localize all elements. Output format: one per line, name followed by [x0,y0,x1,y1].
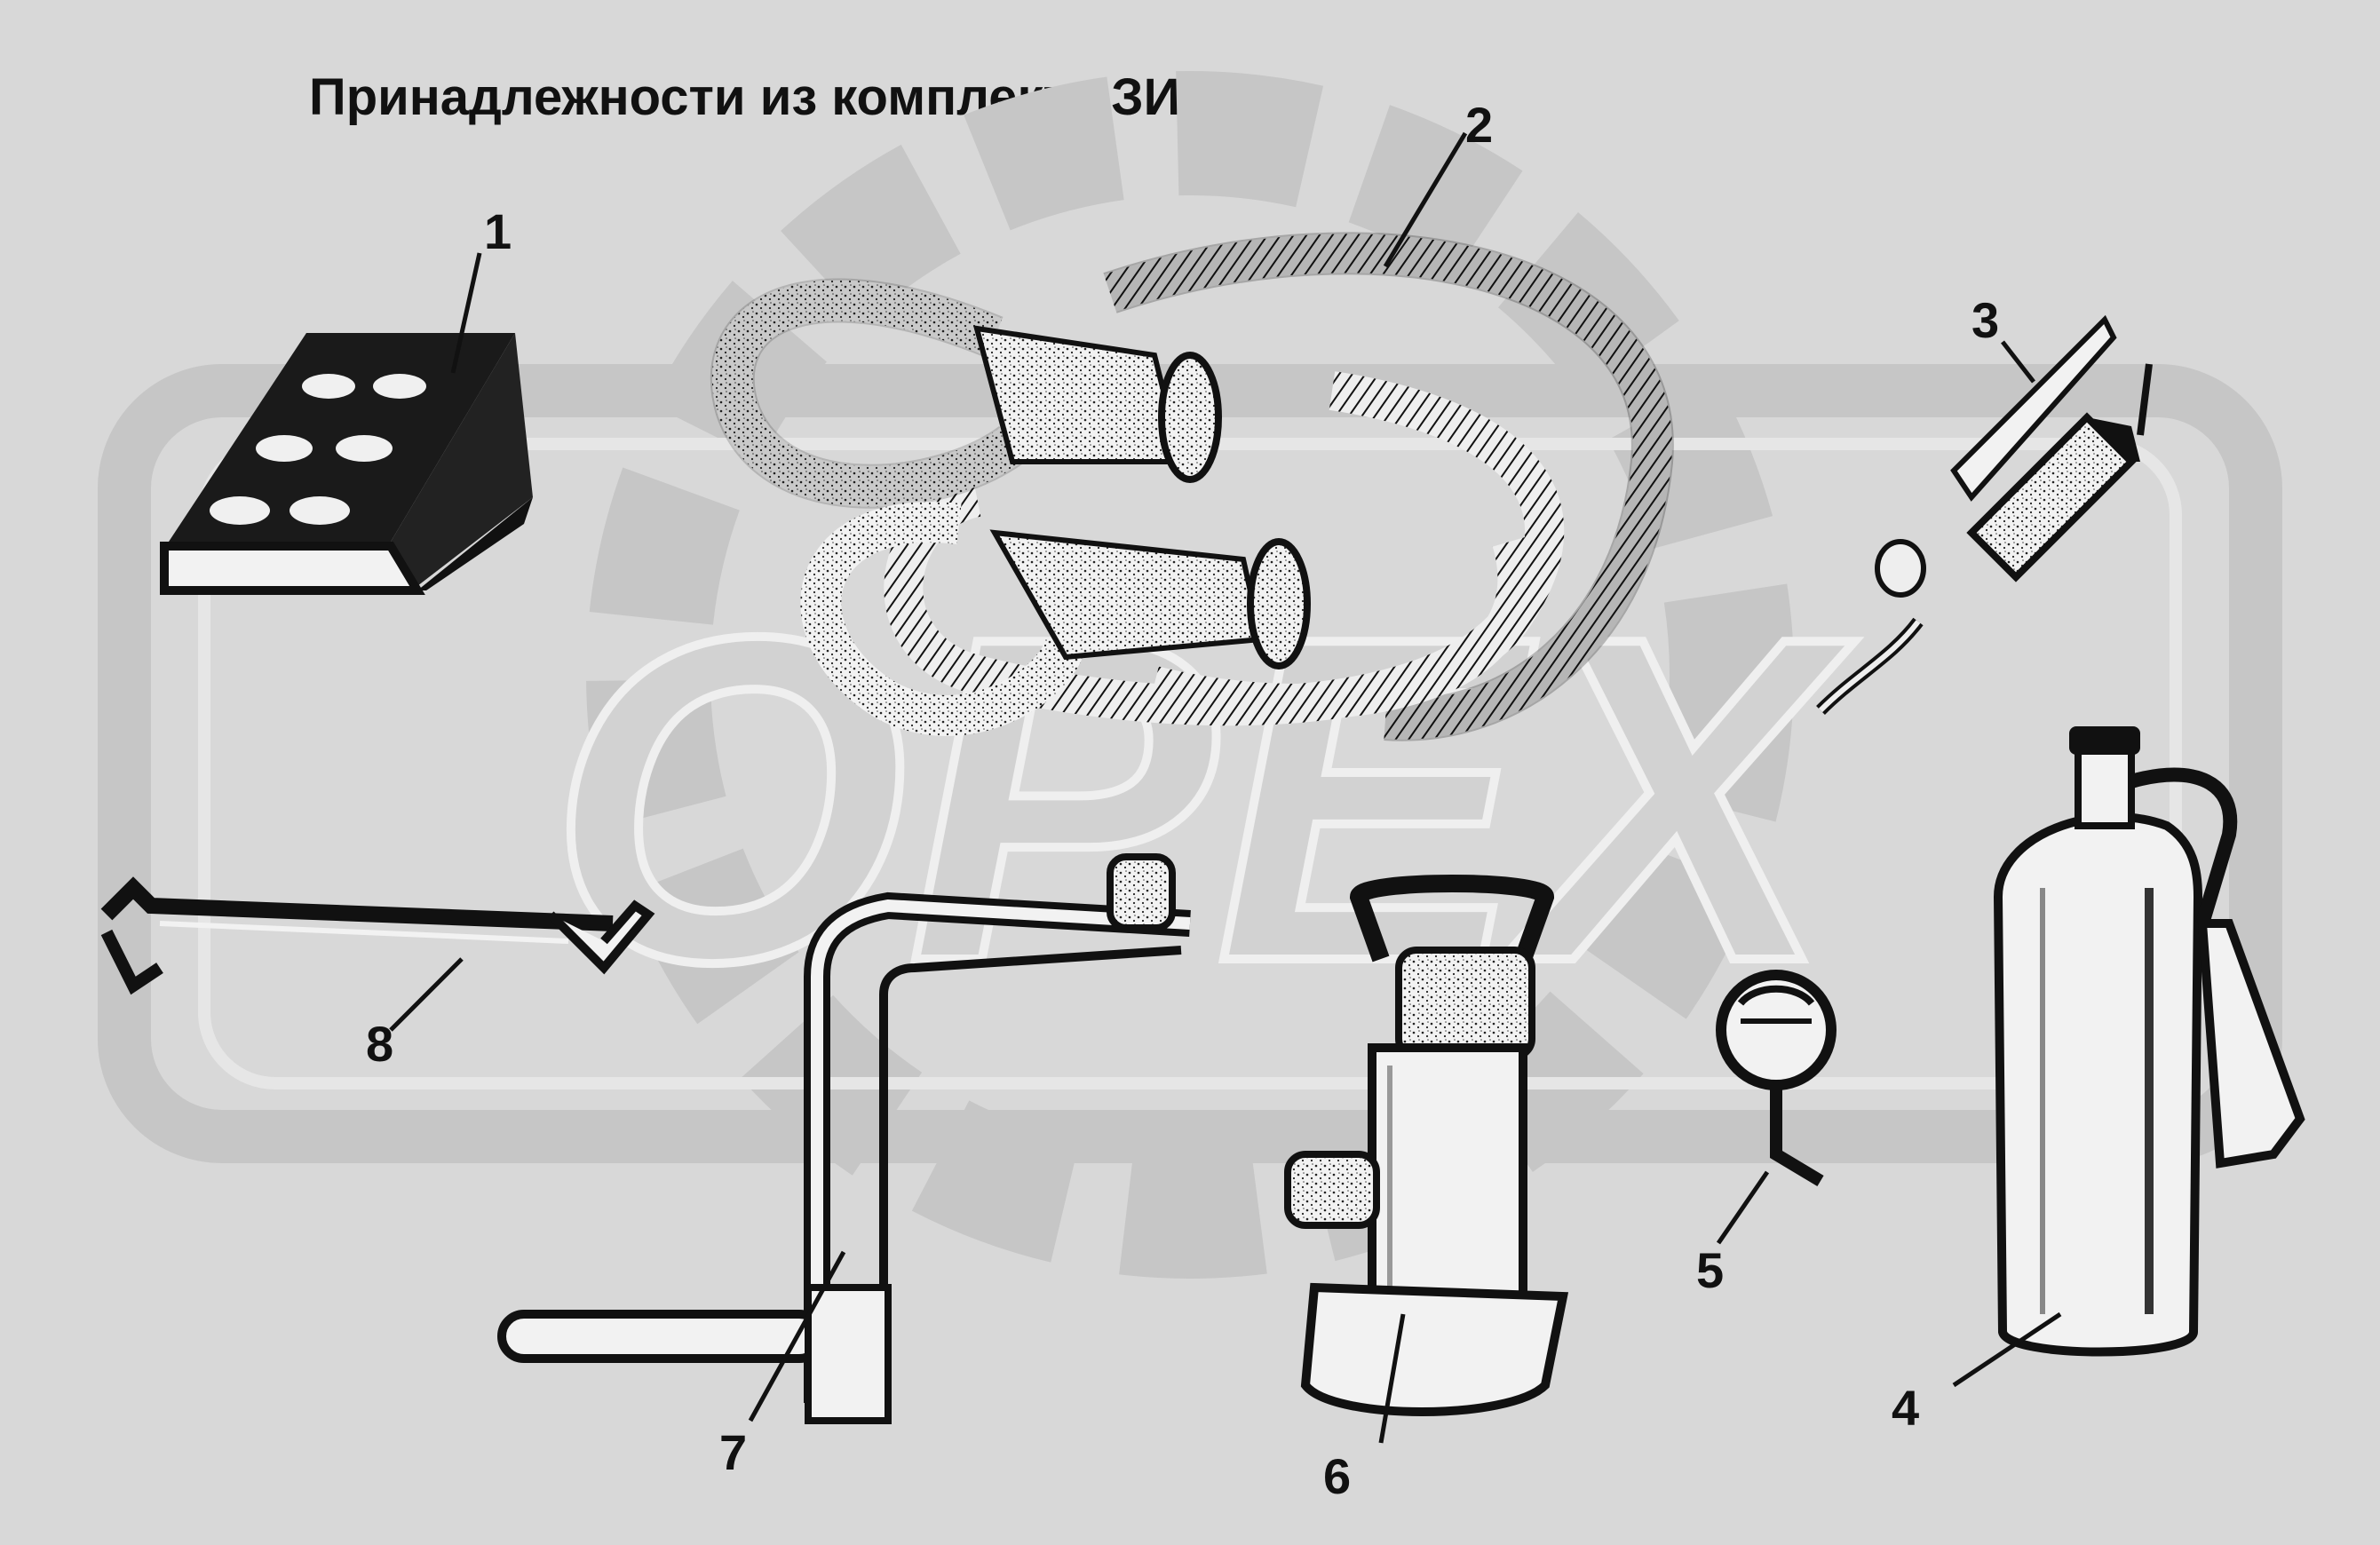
callout-2: 2 [1465,97,1493,153]
item-7-crank-handle [497,853,1191,1424]
callout-3: 3 [1971,292,1999,348]
item-1-socket-block [160,333,533,595]
item-5-pressure-gauge [1716,970,1837,1187]
callout-7: 7 [719,1424,747,1480]
item-6-bottle-jack [1284,875,1569,1416]
item-3-grease-gun [1816,314,2153,715]
callout-5: 5 [1696,1242,1724,1298]
item-2-hose [710,232,1674,741]
callout-4: 4 [1892,1380,1919,1436]
callout-8: 8 [366,1016,393,1072]
callout-1: 1 [484,203,512,259]
watermark-logo: OPEX [98,71,2282,1279]
callout-6: 6 [1323,1448,1351,1504]
watermark-text: OPEX [549,542,1856,1058]
item-8-wrench [100,876,655,995]
leader-lines [389,131,2062,1444]
item-4-extinguisher [1993,726,2305,1357]
